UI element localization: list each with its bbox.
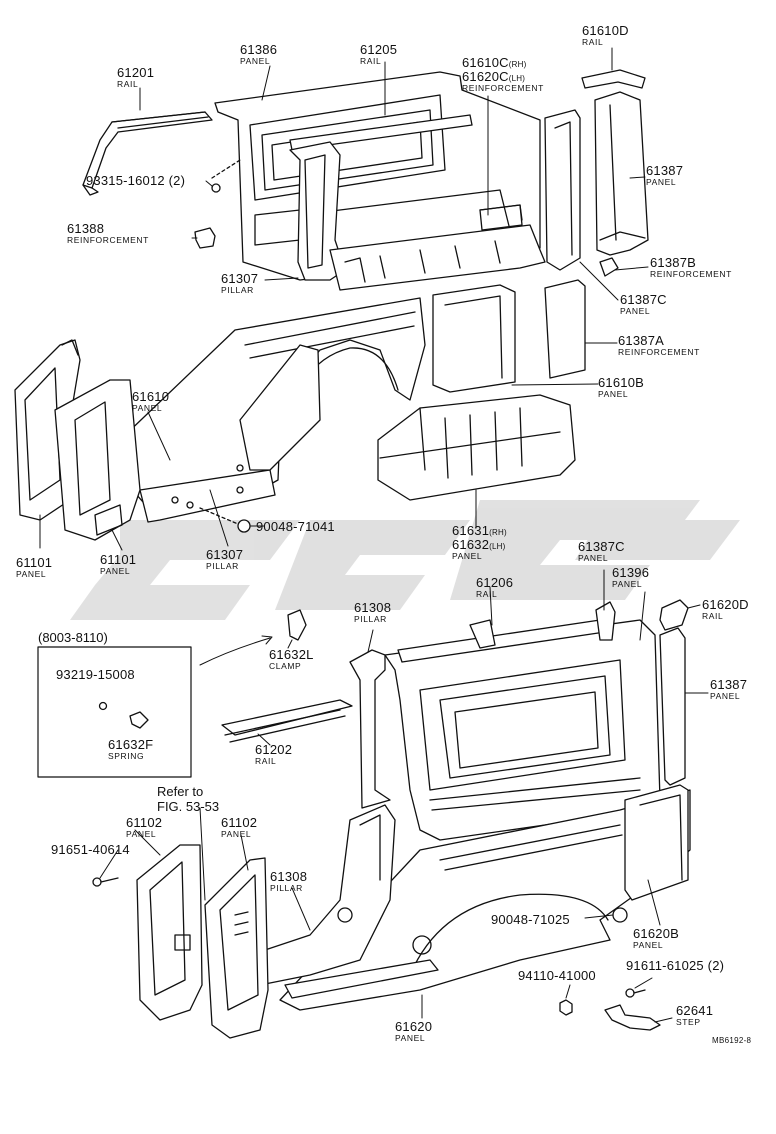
screw-93219-drawing (98, 701, 108, 711)
part-61610c-reinforcement-drawing (329, 204, 546, 291)
part-61387-panel-bottom-drawing (659, 627, 686, 786)
label-61632f: 61632F SPRING (108, 737, 154, 761)
part-61201-rail-drawing (82, 111, 213, 196)
nut-94110-drawing (559, 999, 573, 1016)
label-61308-bottom: 61308 PILLAR (270, 869, 308, 893)
part-61387a-reinforcement-drawing (544, 279, 586, 379)
part-62641-step-drawing (604, 1004, 661, 1031)
label-61620b: 61620B PANEL (633, 926, 680, 950)
part-61620b-panel-drawing (624, 784, 689, 901)
leader-lines (39, 47, 709, 1023)
part-61610d-rail-drawing (581, 69, 646, 89)
bolt-91651-drawing (92, 877, 119, 887)
label-61396: 61396 PANEL (612, 565, 650, 589)
label-61307-top: 61307 PILLAR (221, 271, 259, 295)
part-61387c-panel-bottom-drawing (595, 601, 616, 641)
label-61620: 61620 PANEL (395, 1019, 433, 1043)
label-61206: 61206 RAIL (476, 575, 514, 599)
part-61101-panel-mid-drawing (54, 379, 141, 541)
part-61387b-reinforcement-drawing (599, 257, 619, 277)
label-61610d: 61610D RAIL (582, 23, 629, 47)
label-61308-top: 61308 PILLAR (354, 600, 392, 624)
part-61632l-clamp-drawing (287, 609, 307, 641)
label-61205: 61205 RAIL (360, 42, 398, 66)
part-61620d-rail-drawing (659, 599, 689, 631)
part-61396-panel-drawing (384, 619, 661, 841)
label-61101-mid: 61101 PANEL (100, 552, 137, 576)
label-61610: 61610 PANEL (132, 389, 170, 413)
label-61388: 61388 REINFORCEMENT (67, 221, 149, 245)
label-61102-mid: 61102 PANEL (221, 815, 258, 839)
label-61387-bottom: 61387 PANEL (710, 677, 748, 701)
bolt-91611-drawing (625, 988, 646, 998)
label-90048-71025: 90048-71025 (491, 912, 570, 927)
part-61102-panel-left-drawing (136, 844, 203, 1021)
label-91651: 91651-40614 (51, 842, 130, 857)
bolt-93315-drawing (211, 159, 241, 193)
part-61102-panel-mid-drawing (204, 857, 269, 1039)
label-61387b: 61387B REINFORCEMENT (650, 255, 732, 279)
label-61202: 61202 RAIL (255, 742, 293, 766)
label-93315: 93315-16012 (2) (86, 173, 186, 188)
label-61387-top: 61387 PANEL (646, 163, 684, 187)
refer-note: Refer to FIG. 53-53 (157, 784, 220, 814)
figure-code: MB6192-8 (712, 1036, 752, 1045)
watermark-logo (70, 500, 740, 620)
plug-90048-71025-drawing (612, 907, 628, 923)
part-61620-panel-drawing (279, 789, 691, 1011)
label-61610b: 61610B PANEL (598, 375, 645, 399)
part-61631-panel-drawing (377, 394, 576, 501)
part-61388-reinforcement-drawing (194, 227, 216, 249)
label-61620d: 61620D RAIL (702, 597, 749, 621)
label-61201: 61201 RAIL (117, 65, 155, 89)
label-94110: 94110-41000 (518, 968, 596, 983)
label-61101-left: 61101 PANEL (16, 555, 53, 579)
label-62641: 62641 STEP (676, 1003, 714, 1027)
part-61387-panel-top-drawing (594, 91, 649, 256)
part-61632f-spring-drawing (129, 711, 149, 729)
part-61202-rail-drawing (221, 699, 353, 743)
label-61102-left: 61102 PANEL (126, 815, 163, 839)
label-90048-71041: 90048-71041 (256, 519, 335, 534)
part-61610b-panel-drawing (432, 284, 516, 393)
part-61307-pillar-top-drawing (289, 141, 346, 281)
label-61632l: 61632L CLAMP (269, 647, 314, 671)
label-61307-mid: 61307 PILLAR (206, 547, 244, 571)
inset-box (37, 646, 192, 778)
part-61205-rail-drawing (289, 114, 473, 151)
label-61387c-top: 61387C PANEL (620, 292, 667, 316)
part-61387c-panel-top-drawing (544, 109, 581, 271)
label-61387a: 61387A REINFORCEMENT (618, 333, 700, 357)
label-61387c-bottom: 61387C PANEL (578, 539, 625, 563)
part-61307-pillar-mid-drawing (139, 344, 321, 523)
part-61308-pillar-bottom-drawing (259, 804, 396, 986)
sill-strip-drawing (284, 959, 439, 999)
label-93219: 93219-15008 (56, 667, 135, 682)
label-61610c: 61610C(RH) 61620C(LH) REINFORCEMENT (462, 55, 544, 93)
part-61308-pillar-top-drawing (349, 649, 391, 809)
label-61386: 61386 PANEL (240, 42, 278, 66)
label-91611: 91611-61025 (2) (626, 958, 725, 973)
label-61631: 61631(RH) 61632(LH) PANEL (452, 523, 507, 561)
inset-range-label: (8003-8110) (38, 630, 108, 645)
